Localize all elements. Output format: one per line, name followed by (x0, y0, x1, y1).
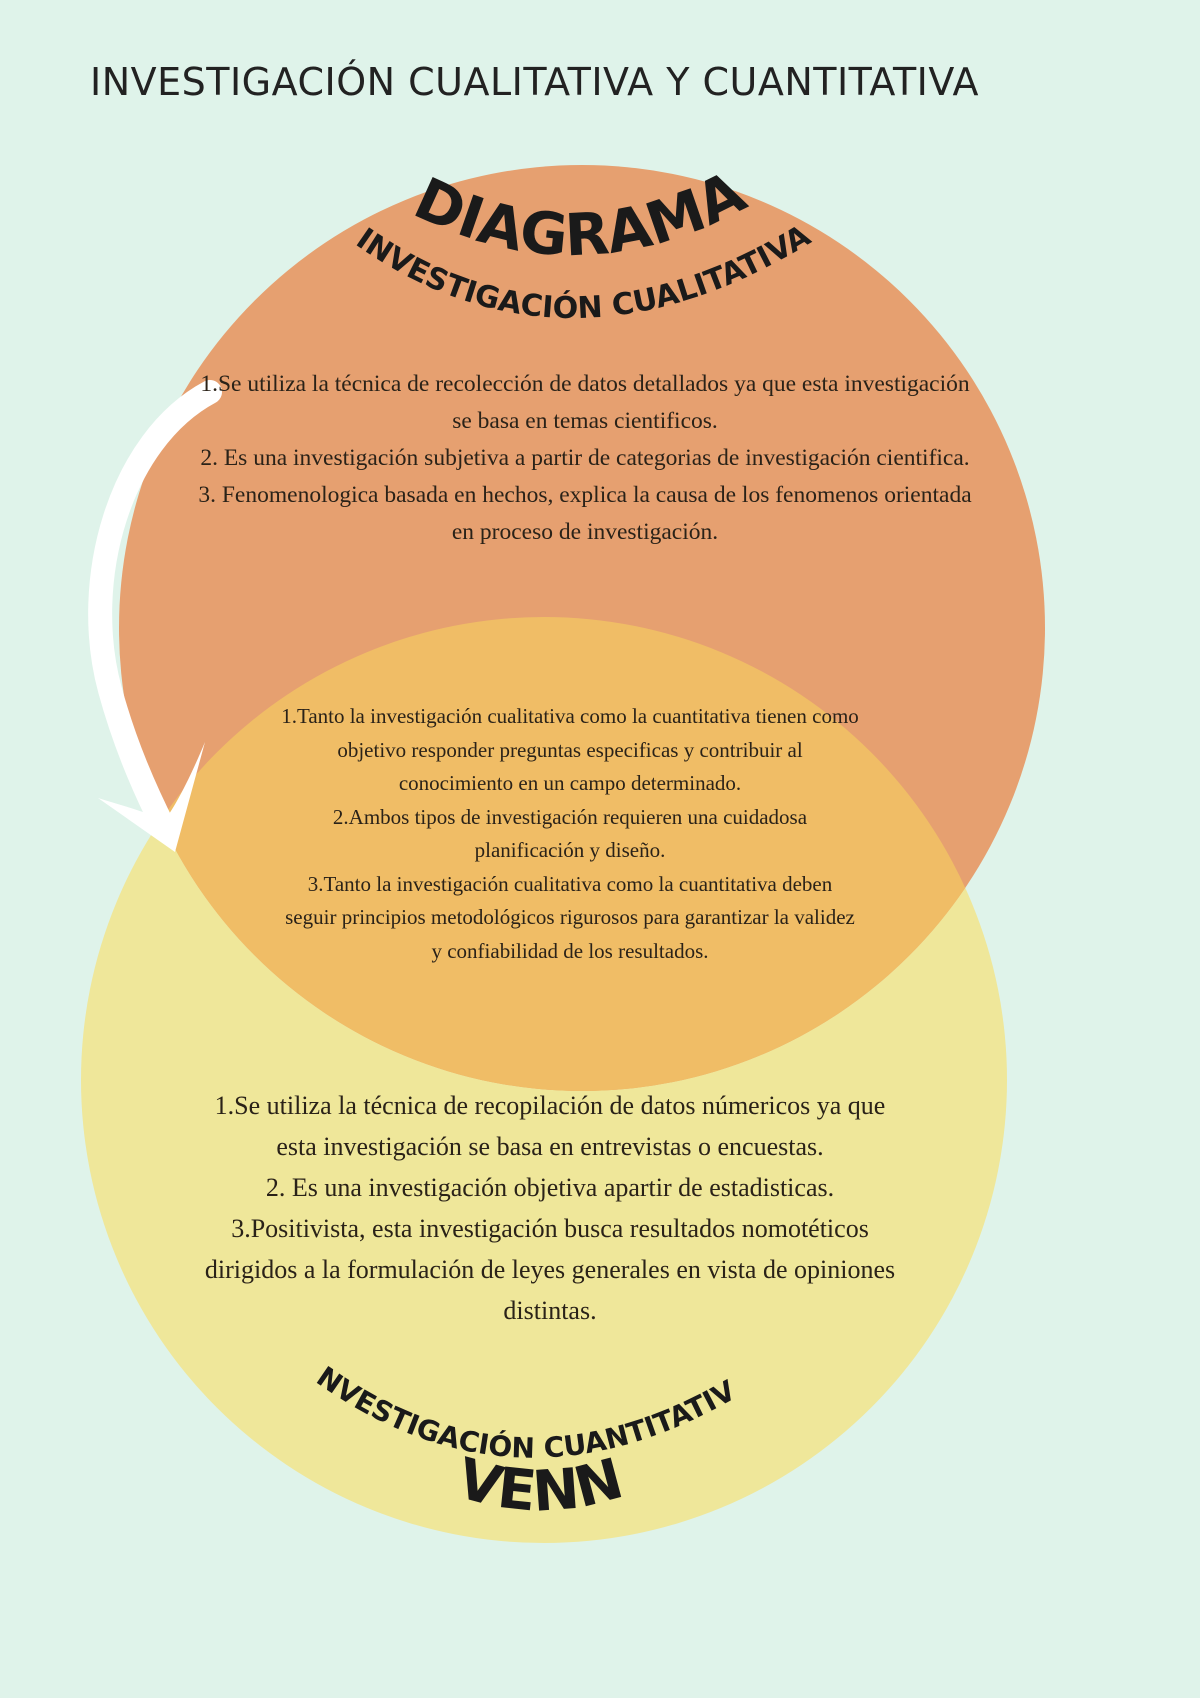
common-item: 1.Tanto la investigación cualitativa com… (281, 704, 859, 795)
page-title: INVESTIGACIÓN CUALITATIVA Y CUANTITATIVA (90, 60, 979, 104)
quantitative-item: 3.Positivista, esta investigación busca … (204, 1214, 896, 1325)
overlap-region (119, 617, 1007, 1091)
common-list: 1.Tanto la investigación cualitativa com… (280, 700, 860, 968)
quantitative-list: 1.Se utiliza la técnica de recopilación … (195, 1085, 905, 1331)
common-item: 3.Tanto la investigación cualitativa com… (285, 871, 855, 963)
qualitative-item: 1.Se utiliza la técnica de recolección d… (200, 371, 970, 434)
curved-arrow-icon (88, 380, 222, 852)
common-item: 2.Ambos tipos de investigación requieren… (332, 804, 808, 863)
quantitative-item: 1.Se utiliza la técnica de recopilación … (214, 1091, 886, 1161)
quantitative-item: 2. Es una investigación objetiva apartir… (265, 1173, 835, 1202)
qualitative-item: 3. Fenomenologica basada en hechos, expl… (198, 482, 972, 545)
qualitative-list: 1.Se utiliza la técnica de recolección d… (190, 366, 980, 551)
qualitative-item: 2. Es una investigación subjetiva a part… (200, 445, 970, 471)
